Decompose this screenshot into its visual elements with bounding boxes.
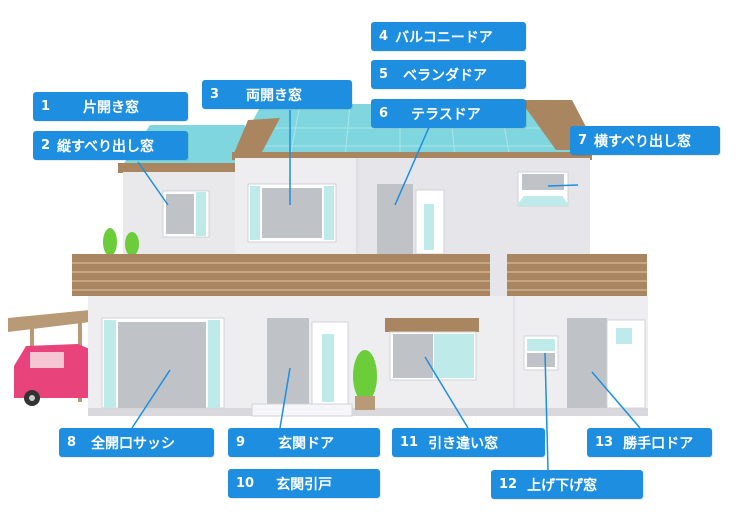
label-number: 9 <box>236 435 246 450</box>
label-number: 1 <box>41 99 51 114</box>
label-balcony-door: 4 バルコニードア <box>371 22 526 51</box>
label-double-casement-window: 3 両開き窓 <box>202 80 352 109</box>
entrance-door <box>251 318 353 417</box>
label-vertical-slide-out-window: 2 縦すべり出し窓 <box>33 131 188 160</box>
label-side-hinged-window: 1 片開き窓 <box>33 92 188 121</box>
label-sliding-window: 11 引き違い窓 <box>392 428 545 457</box>
label-double-hung-window: 12 上げ下げ窓 <box>491 470 643 499</box>
label-text: 両開き窓 <box>246 87 302 104</box>
window-awning <box>516 171 570 207</box>
label-veranda-door: 5 ベランダドア <box>371 60 526 89</box>
ground <box>88 408 648 416</box>
terrace-door <box>377 184 445 255</box>
balcony-band <box>72 254 490 296</box>
label-text: バルコニードア <box>395 29 493 46</box>
car <box>14 344 92 406</box>
label-full-opening-sash: 8 全開口サッシ <box>59 428 214 457</box>
label-number: 12 <box>499 477 518 492</box>
balcony-plants <box>103 228 139 256</box>
sliding-window <box>385 318 479 381</box>
label-text: 引き違い窓 <box>428 435 499 452</box>
label-text: ベランダドア <box>403 67 487 84</box>
eave-band-right <box>507 254 647 296</box>
label-text: 全開口サッシ <box>91 435 175 452</box>
label-text: 縦すべり出し窓 <box>57 138 155 155</box>
service-door <box>567 318 646 409</box>
label-service-door: 13 勝手口ドア <box>587 428 712 457</box>
label-number: 2 <box>41 138 51 153</box>
label-text: 片開き窓 <box>83 99 139 116</box>
double-hung-window <box>523 335 559 371</box>
label-number: 4 <box>379 29 389 44</box>
label-number: 3 <box>210 87 220 102</box>
label-number: 6 <box>379 106 389 121</box>
window-side-hinged <box>162 190 210 238</box>
label-entrance-door: 9 玄関ドア <box>228 428 380 457</box>
label-number: 8 <box>67 435 77 450</box>
label-text: 勝手口ドア <box>623 435 694 452</box>
label-entrance-sliding-door: 10 玄関引戸 <box>228 469 380 498</box>
label-horizontal-slide-out-window: 7 横すべり出し窓 <box>570 126 720 155</box>
label-number: 7 <box>578 133 588 148</box>
leader-lines <box>131 110 641 471</box>
entrance-plant <box>353 350 377 410</box>
full-opening-sash <box>101 317 225 409</box>
label-text: 玄関ドア <box>278 435 334 452</box>
label-number: 10 <box>236 476 255 491</box>
window-double-casement <box>247 183 337 243</box>
label-number: 5 <box>379 67 389 82</box>
label-text: 玄関引戸 <box>276 476 333 493</box>
label-number: 13 <box>595 435 614 450</box>
label-text: 上げ下げ窓 <box>527 477 598 494</box>
label-terrace-door: 6 テラスドア <box>371 99 526 128</box>
label-number: 11 <box>400 435 419 450</box>
label-text: テラスドア <box>411 106 481 123</box>
label-text: 横すべり出し窓 <box>594 133 692 150</box>
